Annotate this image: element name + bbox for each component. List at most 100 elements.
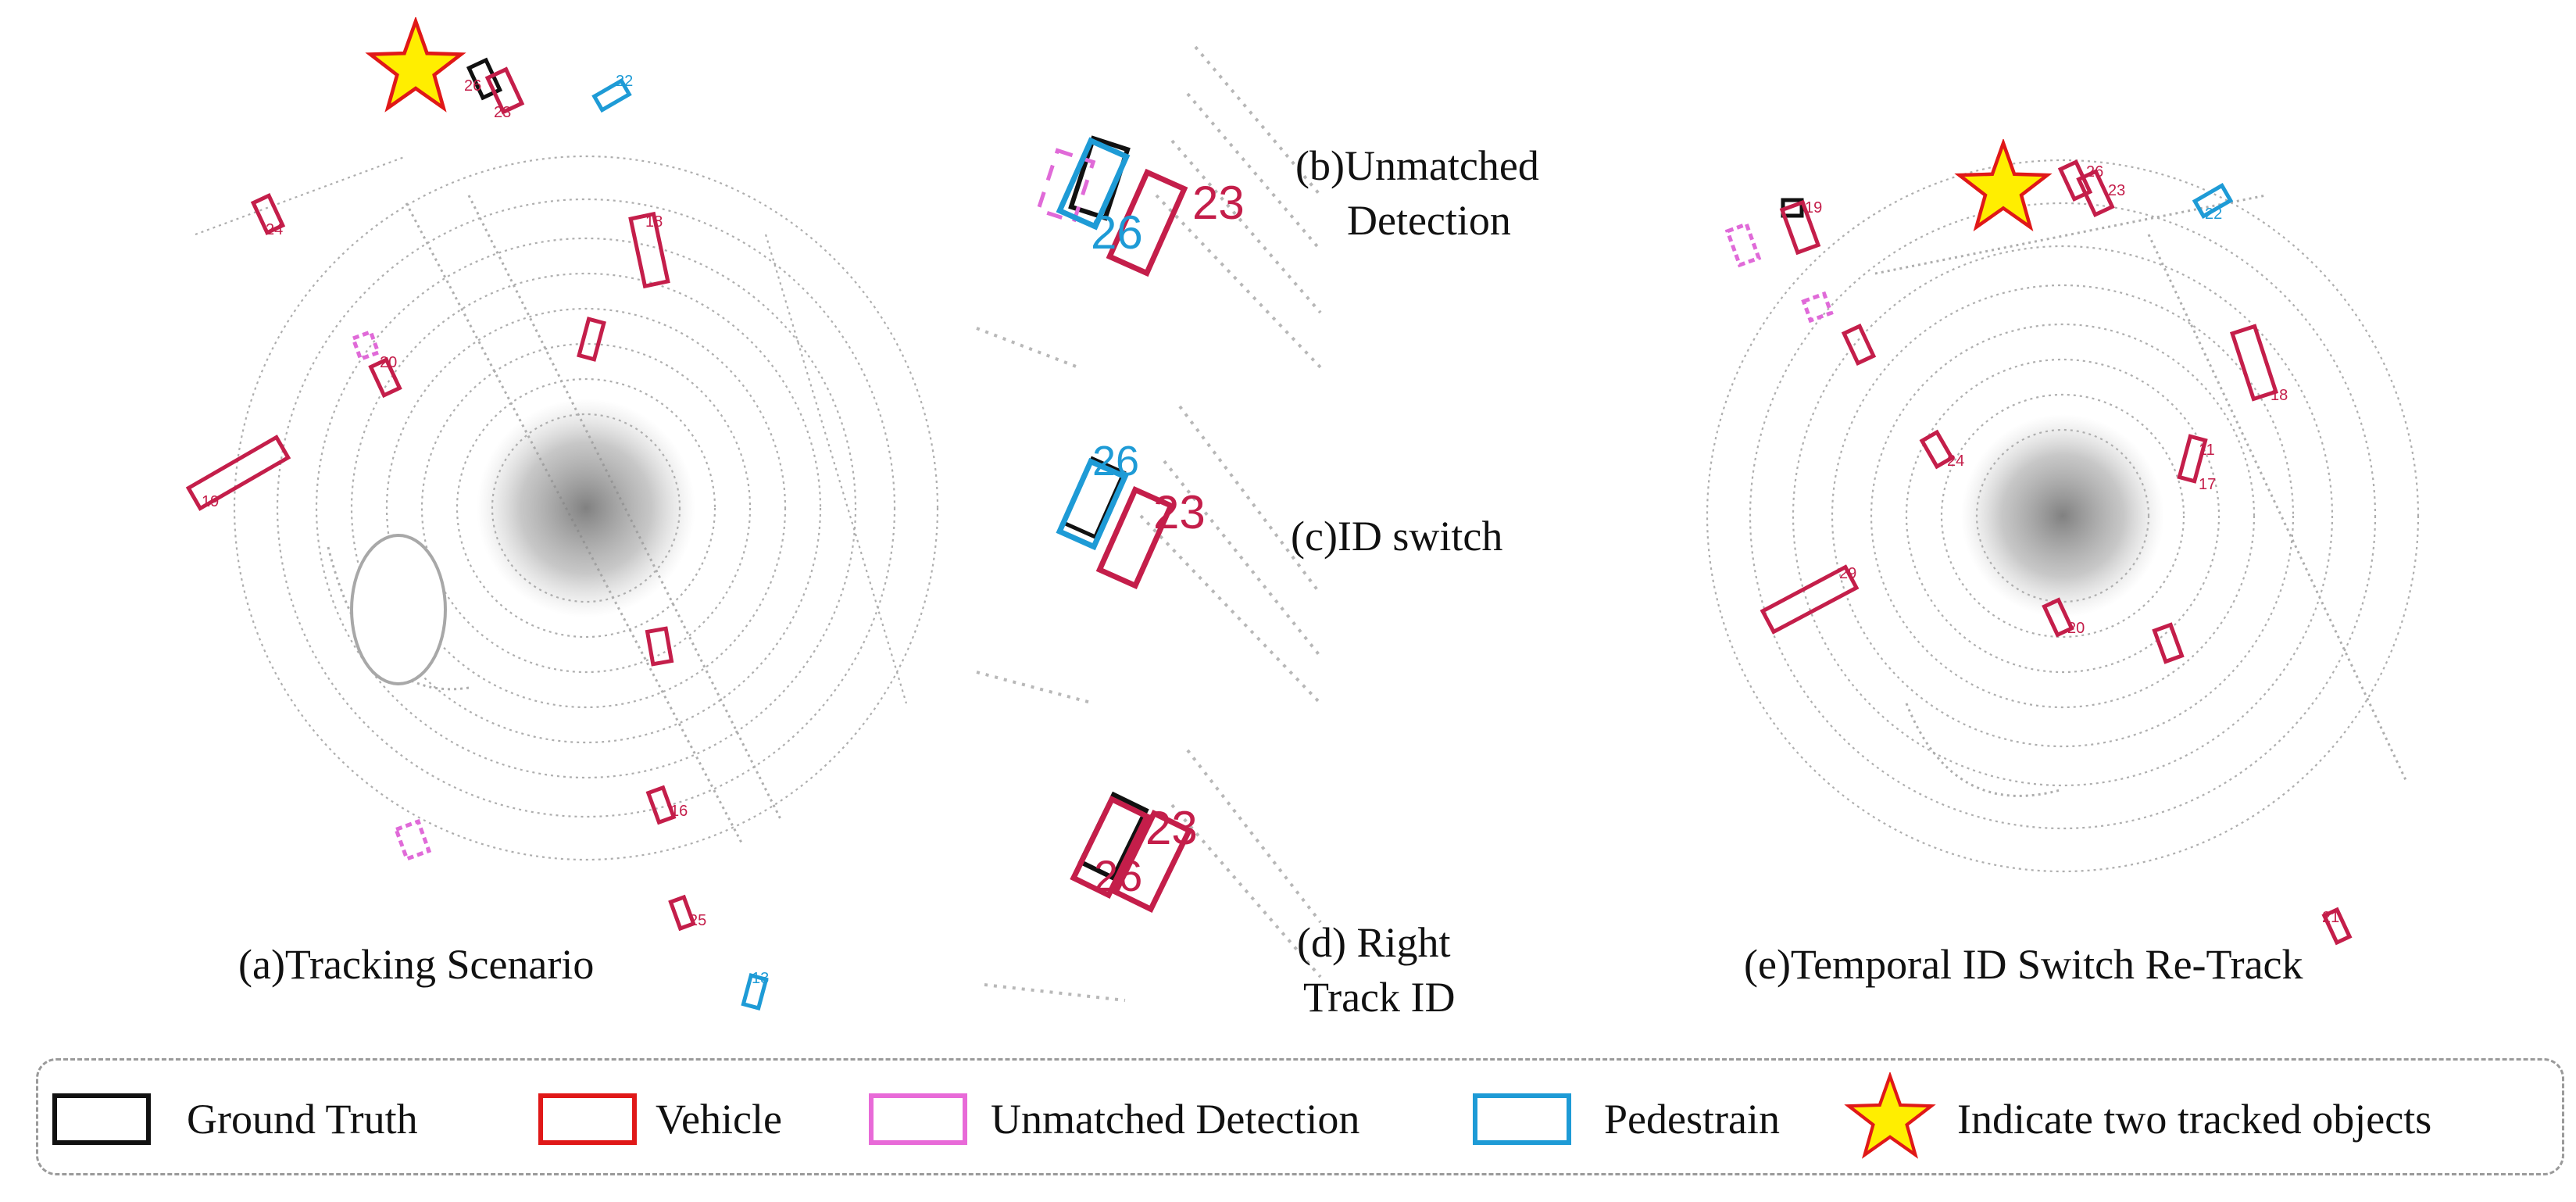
panel-e-vehicle-box-23 [2076, 168, 2115, 218]
panel-a-id-25: 25 [689, 912, 706, 929]
panel-a-caption: (a)Tracking Scenario [238, 941, 594, 988]
panel-e-vehicle-box-19 [1779, 199, 1821, 256]
panel-b-id-23: 23 [1192, 177, 1245, 229]
panel-a-id-13: 13 [752, 970, 769, 987]
panel-a-pedestrian-box-22 [591, 77, 632, 113]
panel-c-vehicle-box-23 [1095, 486, 1175, 589]
panel-e-vehicle-box-18 [2229, 324, 2279, 402]
panel-d-vehicle-box-23 [1112, 810, 1193, 913]
panel-e-pedestrian-box-22 [2192, 183, 2234, 219]
panel-b-vehicle-box-23 [1106, 168, 1188, 277]
pedestrian-swatch [1473, 1093, 1571, 1145]
star-icon [370, 21, 461, 108]
panel-a-id-26: 26 [464, 77, 481, 95]
panel-e-caption: (e)Temporal ID Switch Re-Track [1744, 941, 2303, 988]
panel-a-boxes [185, 57, 769, 1011]
panel-e-vehicle-box-7 [2152, 622, 2185, 664]
legend-label-star: Indicate two tracked objects [1957, 1096, 2432, 1143]
panel-a-vehicle-box-19 [185, 435, 291, 511]
panel-a-void-region [350, 534, 447, 685]
panel-a-tracking-scenario: 26 23 22 24 18 20 19 16 25 13 (a)Trackin… [185, 21, 939, 1011]
panel-d-id-26: 26 [1094, 851, 1142, 900]
panel-a-id-20: 20 [380, 354, 397, 371]
panel-d-point-cloud [984, 749, 1322, 1002]
panel-a-id-22: 22 [616, 73, 633, 90]
panel-a-pedestrian-box-13 [741, 972, 769, 1011]
panel-a-vehicle-box-8 [645, 626, 674, 667]
panel-c-id-23: 23 [1153, 486, 1206, 538]
panel-c-point-cloud [976, 405, 1322, 705]
panel-a-point-cloud [195, 155, 939, 861]
panel-e-vehicle-box-11 [2177, 434, 2208, 484]
panel-e-unmatched-box-1 [1724, 221, 1762, 268]
panel-e-temporal-id-switch-retrack: 26 23 22 19 18 11 17 24 29 20 21 (e)Temp… [1706, 143, 2420, 988]
legend-label-unmatched: Unmatched Detection [991, 1096, 1360, 1143]
panel-e-id-18: 18 [2271, 387, 2288, 404]
panel-c-id-26: 26 [1092, 438, 1139, 485]
panel-b-point-cloud [976, 45, 1322, 369]
legend-item-ground-truth: Ground Truth [52, 1061, 418, 1178]
panel-a-center-blob [477, 399, 695, 617]
vehicle-swatch [538, 1093, 637, 1145]
panel-e-vehicle-box-8 [1841, 323, 1877, 367]
panel-a-unmatched-box-1 [350, 329, 381, 362]
panel-a-vehicle-box-25 [668, 894, 696, 932]
panel-e-id-22: 22 [2205, 206, 2222, 223]
panel-a-vehicle-box-18 [628, 211, 670, 289]
legend-item-pedestrian: Pedestrain [1473, 1061, 1780, 1178]
panel-a-vehicle-box-14 [577, 317, 606, 362]
panel-e-id-11: 11 [2199, 442, 2215, 459]
unmatched-detection-swatch [869, 1093, 967, 1145]
legend-item-vehicle: Vehicle [538, 1061, 782, 1178]
star-icon [1844, 1072, 1936, 1159]
panel-c-id-switch: 26 23 (c)ID switch [976, 405, 1502, 705]
panel-e-vehicle-box-24 [1919, 429, 1955, 470]
panel-a-vehicle-box-23 [484, 66, 525, 115]
panel-a-labels: 26 23 22 24 18 20 19 16 25 13 [202, 73, 769, 987]
legend-label-ground-truth: Ground Truth [187, 1096, 418, 1143]
panel-b-unmatched-detection: 26 23 (b)Unmatched Detection [976, 45, 1539, 369]
panel-a-id-16: 16 [670, 803, 688, 820]
panel-c-pedestrian-box-26 [1056, 457, 1129, 551]
panel-d-caption-line1: (d) Right [1297, 919, 1451, 966]
panel-a-id-24: 24 [266, 221, 283, 238]
panel-d-right-track-id: 26 23 (d) Right Track ID [984, 749, 1455, 1021]
panel-e-vehicle-box-29 [1760, 564, 1860, 635]
panel-d-id-23: 23 [1145, 802, 1198, 854]
panel-a-id-19: 19 [202, 493, 219, 510]
panel-e-id-19: 19 [1805, 199, 1822, 216]
legend-item-unmatched: Unmatched Detection [869, 1061, 1359, 1178]
panel-a-id-23: 23 [494, 104, 511, 121]
panel-e-id-29: 29 [1839, 565, 1856, 582]
panel-e-vehicle-box-21 [2321, 907, 2353, 946]
panel-e-id-20: 20 [2067, 620, 2085, 637]
panel-b-caption-line1: (b)Unmatched [1295, 142, 1539, 189]
panel-e-vehicle-box-20 [2042, 597, 2074, 638]
panel-e-id-17: 17 [2199, 476, 2216, 493]
legend-label-pedestrian: Pedestrain [1604, 1096, 1780, 1143]
panel-c-caption: (c)ID switch [1291, 513, 1502, 560]
legend-label-vehicle: Vehicle [656, 1096, 782, 1143]
panel-e-id-26: 26 [2086, 163, 2103, 181]
panel-e-id-24: 24 [1947, 453, 1964, 470]
panel-e-center-blob [1961, 414, 2164, 617]
star-icon [1960, 143, 2048, 227]
panel-a-vehicle-box-16 [645, 785, 677, 825]
panel-e-id-23: 23 [2108, 182, 2125, 199]
panel-e-point-cloud [1706, 159, 2420, 873]
panel-a-unmatched-box-2 [393, 818, 432, 862]
legend-item-star: Indicate two tracked objects [1843, 1061, 2431, 1178]
panel-b-caption-line2: Detection [1347, 197, 1511, 244]
panel-d-caption-line2: Track ID [1303, 974, 1455, 1021]
panel-a-vehicle-box-24 [250, 192, 286, 236]
ground-truth-swatch [52, 1093, 151, 1145]
panel-d-vehicle-box-26 [1070, 796, 1151, 899]
legend-box: Ground Truth Vehicle Unmatched Detection… [36, 1058, 2564, 1175]
panel-a-id-18: 18 [645, 213, 663, 231]
panel-e-labels: 26 23 22 19 18 11 17 24 29 20 21 [1805, 163, 2339, 926]
panel-b-pedestrian-box-26 [1056, 137, 1131, 231]
panel-b-unmatched-box [1035, 148, 1096, 224]
panel-a-vehicle-box-20 [368, 356, 402, 399]
panel-e-unmatched-box-2 [1801, 291, 1834, 324]
